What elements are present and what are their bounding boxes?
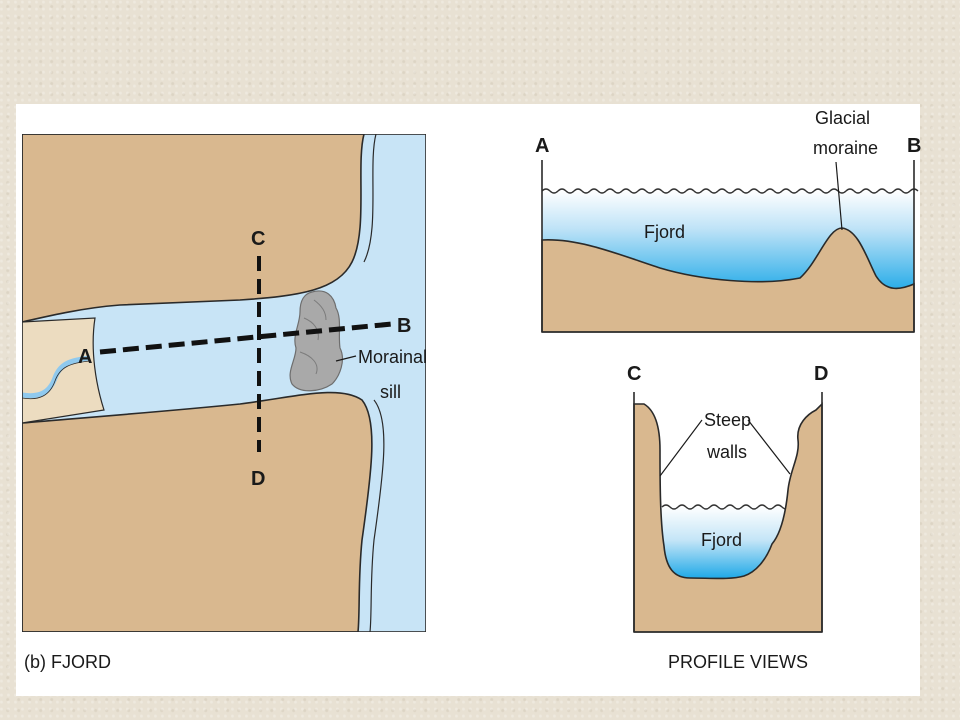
walls-label-line1: Steep	[704, 410, 751, 430]
profile-views-caption: PROFILE VIEWS	[668, 652, 808, 672]
walls-label-line2: walls	[706, 442, 747, 462]
moraine-label-line1: Glacial	[815, 108, 870, 128]
moraine-leader-line	[835, 161, 843, 231]
profile-cd-surface	[661, 504, 791, 510]
map-label-d: D	[251, 468, 265, 490]
morainal-sill	[289, 290, 344, 392]
valley-head	[22, 317, 105, 424]
sill-label-line1: Morainal	[358, 347, 427, 367]
profile-ab-water-label: Fjord	[644, 222, 685, 242]
profile-ab-label-a: A	[535, 135, 549, 157]
profile-cd	[633, 392, 823, 633]
walls-leader-right	[747, 419, 791, 475]
fjord-caption: (b) FJORD	[24, 652, 111, 672]
map-label-b: B	[397, 315, 411, 337]
fjord-map	[22, 134, 426, 632]
lower-land	[22, 391, 373, 632]
stream	[22, 355, 91, 399]
coastline	[363, 134, 377, 263]
profile-ab-surface	[541, 188, 919, 194]
sill-leader-line	[335, 355, 357, 362]
profile-cd-label-d: D	[814, 363, 828, 385]
moraine-label-line2: moraine	[813, 138, 878, 158]
map-label-a: A	[78, 346, 92, 368]
walls-leader-left	[659, 419, 703, 477]
profile-cd-water-label: Fjord	[701, 530, 742, 550]
sill-label-line2: sill	[380, 382, 401, 402]
profile-ab-seafloor	[541, 227, 915, 333]
profile-ab-label-b: B	[907, 135, 921, 157]
profile-cd-label-c: C	[627, 363, 641, 385]
upper-land	[22, 134, 365, 323]
section-line-ab	[99, 321, 393, 355]
profile-ab	[541, 160, 919, 333]
profile-cd-valley	[633, 402, 823, 633]
map-label-c: C	[251, 228, 265, 250]
